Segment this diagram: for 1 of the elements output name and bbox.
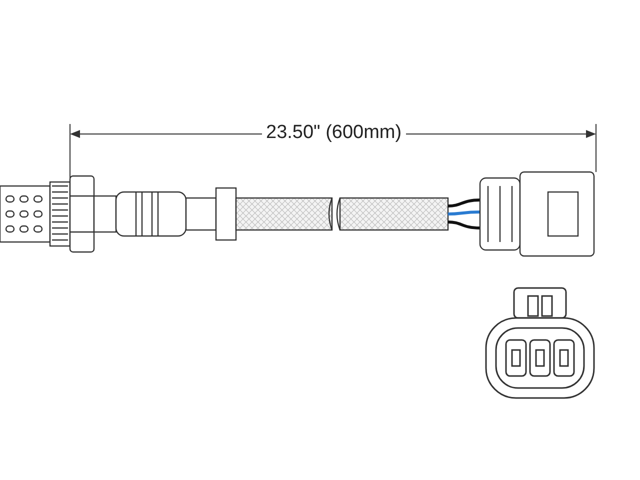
dimension-label: 23.50" (600mm) bbox=[262, 122, 406, 144]
